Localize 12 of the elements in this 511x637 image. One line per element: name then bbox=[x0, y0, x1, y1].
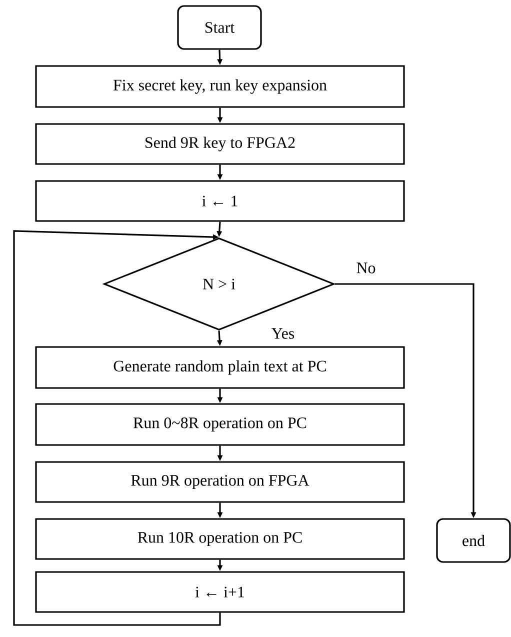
edge-label: No bbox=[355, 262, 377, 274]
process-box: Generate random plain text at PC bbox=[35, 346, 405, 389]
terminal-box: Start bbox=[177, 5, 262, 50]
process-box: Run 9R operation on FPGA bbox=[35, 461, 405, 503]
terminal-box: end bbox=[436, 518, 511, 563]
process-box: i ← i+1 bbox=[35, 571, 405, 613]
process-box: i ← 1 bbox=[35, 180, 405, 222]
arrow bbox=[13, 230, 221, 626]
process-box: Run 0~8R operation on PC bbox=[35, 403, 405, 446]
process-box: Run 10R operation on PC bbox=[35, 518, 405, 560]
process-box: Fix secret key, run key expansion bbox=[35, 65, 405, 108]
process-box: Send 9R key to FPGA2 bbox=[35, 123, 405, 165]
